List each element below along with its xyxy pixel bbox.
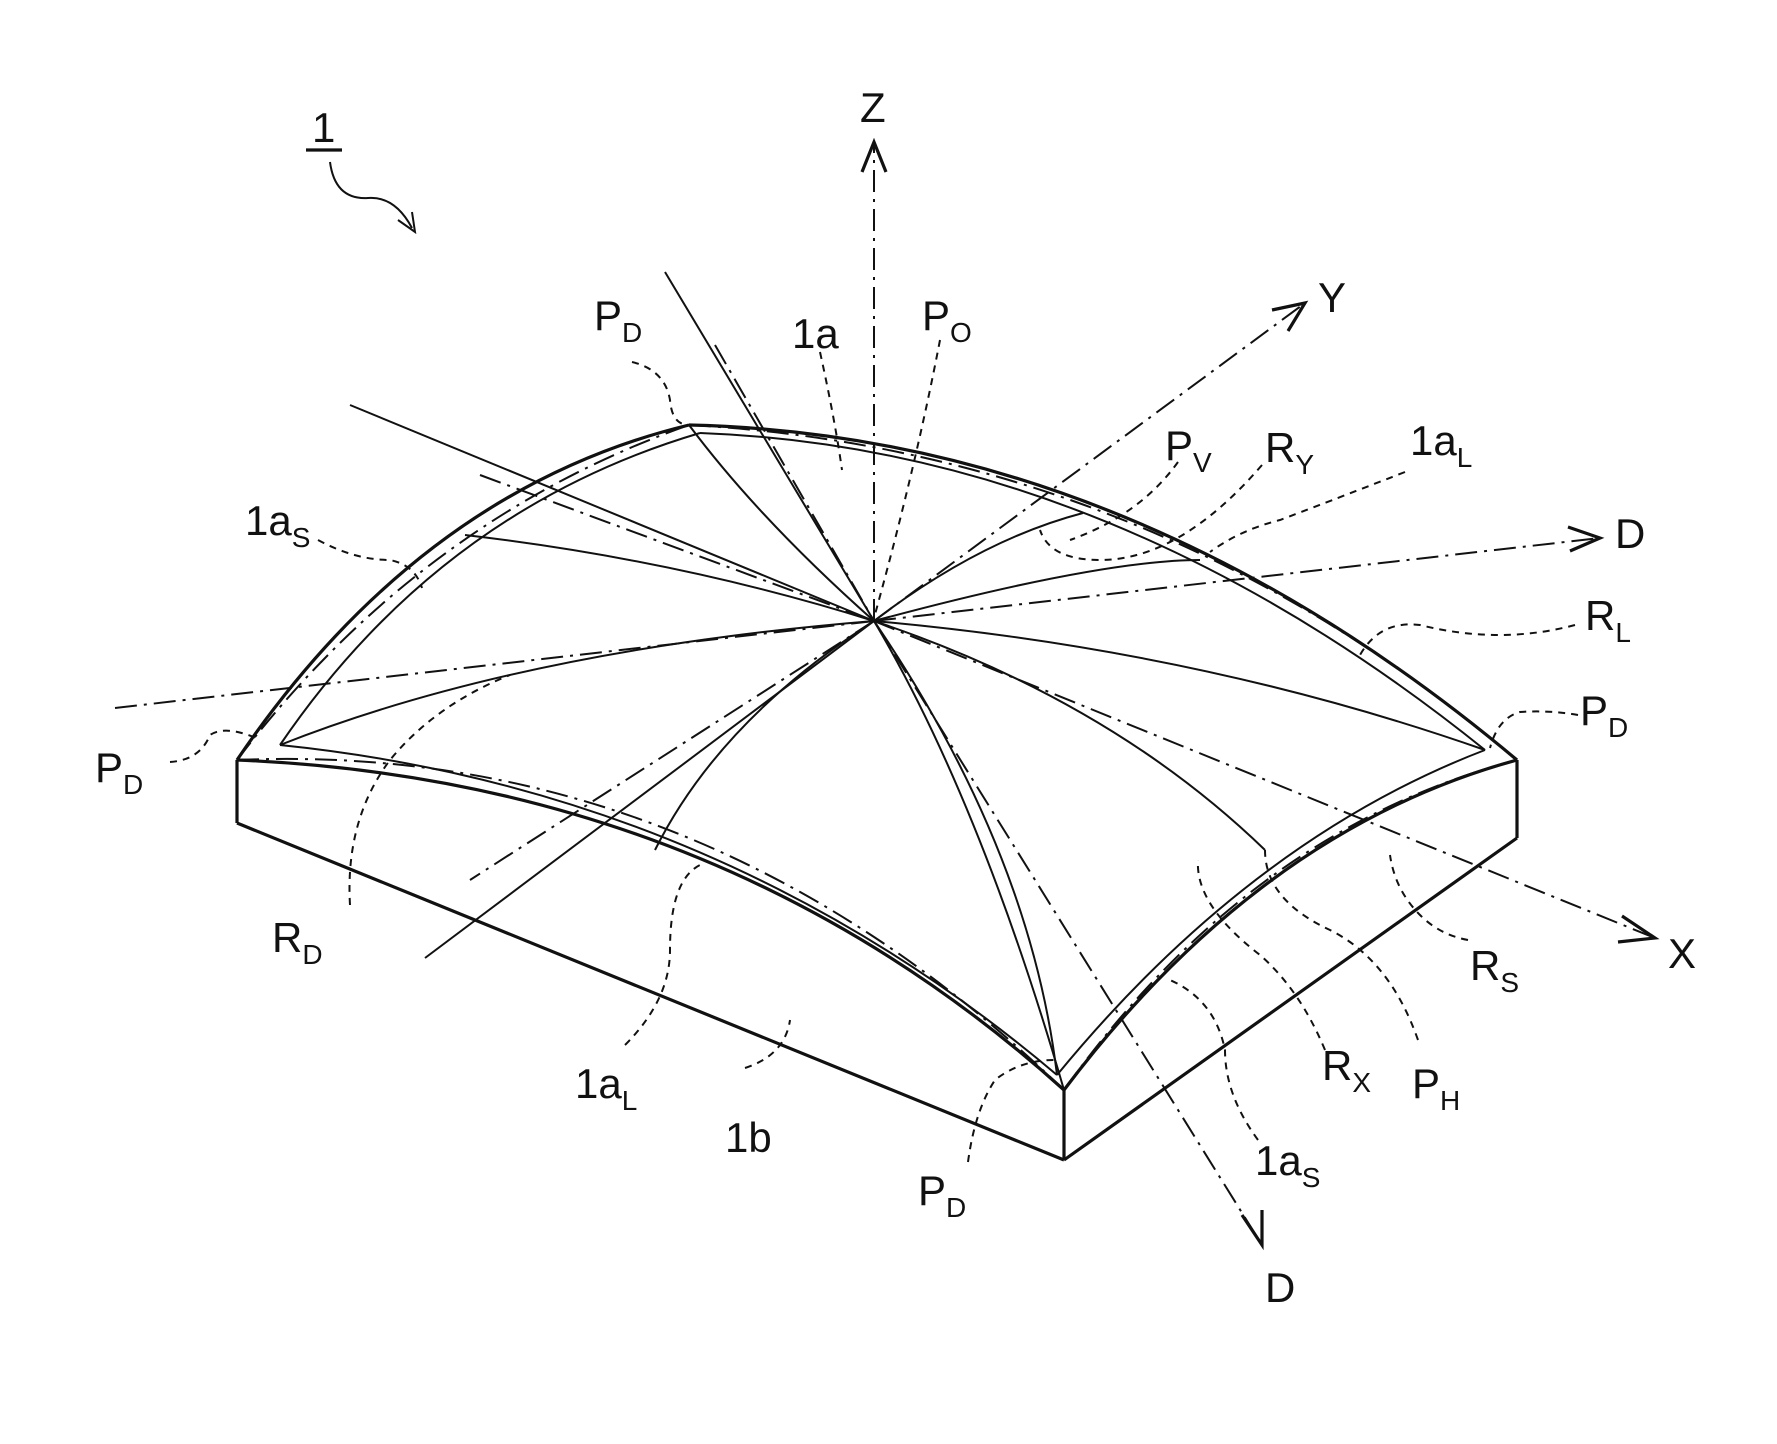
axis-label-x: X bbox=[1668, 930, 1696, 977]
leader-pd-right bbox=[1490, 711, 1578, 748]
axis-x-front bbox=[874, 621, 1655, 938]
label-1as-bottom: 1aS bbox=[1255, 1137, 1320, 1193]
inner-edge-back-right bbox=[700, 433, 1485, 750]
leader-pd-bottom bbox=[968, 1060, 1055, 1162]
labels: Z Y D X D 1a 1b PO PD PD PD PD PV RY 1aL… bbox=[95, 84, 1696, 1311]
axis-label-d-right: D bbox=[1615, 510, 1645, 557]
label-1as-left: 1aS bbox=[245, 497, 310, 553]
label-pd-right: PD bbox=[1580, 687, 1628, 743]
ridge-ry bbox=[874, 513, 1083, 621]
axis-d-right bbox=[874, 538, 1600, 621]
ref-leader bbox=[330, 162, 412, 228]
inner-edge-front-right bbox=[1057, 750, 1485, 1075]
leader-1a bbox=[820, 352, 842, 470]
arrow-x bbox=[1618, 916, 1655, 942]
ref-numeral: 1 bbox=[312, 104, 335, 151]
arrow-y bbox=[1272, 303, 1305, 331]
inner-edge-front-left bbox=[280, 745, 1057, 1075]
ridge-right-lower bbox=[874, 621, 1265, 850]
top-edge-front-left bbox=[237, 760, 1064, 1090]
arrow-heads bbox=[862, 142, 1655, 1245]
ridge-upper-left bbox=[465, 535, 874, 621]
leader-po bbox=[874, 340, 940, 618]
axis-label-y: Y bbox=[1318, 274, 1346, 321]
ref-leader-arrow bbox=[398, 212, 415, 232]
axis-x-back bbox=[480, 475, 874, 621]
label-1al-bottom: 1aL bbox=[575, 1060, 637, 1116]
projected-edge-back bbox=[689, 425, 1517, 760]
leader-pd-top bbox=[632, 362, 689, 425]
leader-1al-bottom bbox=[625, 865, 700, 1045]
ridge-to-back-left-corner bbox=[689, 425, 874, 621]
label-ph: PH bbox=[1412, 1060, 1460, 1116]
top-edge-back-right bbox=[689, 425, 1517, 760]
arrow-d-bottom bbox=[1242, 1210, 1262, 1245]
label-1al-top: 1aL bbox=[1410, 417, 1472, 473]
leader-pd-left bbox=[170, 731, 256, 762]
label-po: PO bbox=[922, 292, 972, 348]
label-1a: 1a bbox=[792, 310, 839, 357]
leader-ry bbox=[1040, 465, 1262, 560]
leader-1al-top bbox=[1210, 472, 1405, 552]
solid-line-upper-left bbox=[350, 405, 874, 621]
leader-rs bbox=[1390, 855, 1468, 940]
label-pv: PV bbox=[1165, 422, 1212, 478]
top-edge-front-right bbox=[1064, 760, 1517, 1090]
projected-edge-right bbox=[1064, 760, 1517, 1090]
label-1b: 1b bbox=[725, 1114, 772, 1161]
label-ry: RY bbox=[1265, 424, 1314, 480]
ref-numeral-group: 1 bbox=[306, 104, 415, 232]
axis-label-z: Z bbox=[860, 84, 886, 131]
label-rx: RX bbox=[1322, 1042, 1371, 1098]
label-rs: RS bbox=[1470, 942, 1519, 998]
label-pd-bottom: PD bbox=[918, 1167, 966, 1223]
inner-edge-back-left bbox=[280, 433, 700, 745]
axis-label-d-bottom: D bbox=[1265, 1264, 1295, 1311]
projected-edge-front bbox=[237, 759, 1064, 1090]
label-rd: RD bbox=[272, 914, 323, 970]
leader-rl bbox=[1360, 624, 1575, 655]
ridge-to-left-corner bbox=[280, 621, 874, 745]
label-pd-top: PD bbox=[594, 292, 642, 348]
leader-ph bbox=[1265, 850, 1418, 1040]
ridge-front-left bbox=[655, 621, 874, 850]
ridge-right-upper bbox=[874, 560, 1200, 621]
ridge-to-front-corner-2 bbox=[874, 621, 1064, 1090]
label-rl: RL bbox=[1585, 592, 1631, 648]
leader-1as-bottom bbox=[1170, 980, 1258, 1140]
ridge-to-front-corner bbox=[874, 621, 1057, 1075]
ridge-to-right-corner bbox=[874, 621, 1485, 750]
label-pd-left: PD bbox=[95, 744, 143, 800]
leader-1as-left bbox=[318, 540, 422, 588]
